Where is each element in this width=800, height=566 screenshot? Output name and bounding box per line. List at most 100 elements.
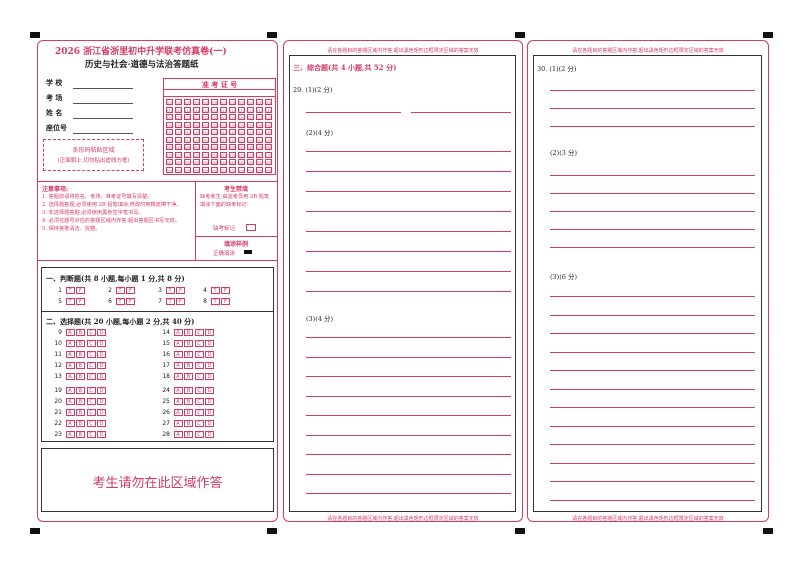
answer-line[interactable]	[306, 337, 511, 338]
admission-digit-bubble[interactable]: [6]	[247, 144, 254, 150]
option-bubble-a[interactable]: A	[65, 398, 75, 405]
option-bubble-d[interactable]: D	[97, 340, 106, 347]
option-bubble-c[interactable]: C	[194, 362, 204, 369]
admission-digit-bubble[interactable]: [4]	[265, 129, 272, 135]
option-bubble-c[interactable]: C	[86, 373, 96, 380]
option-bubble-d[interactable]: D	[205, 431, 214, 438]
admission-digit-bubble[interactable]: [7]	[256, 151, 263, 158]
answer-line[interactable]	[550, 499, 755, 501]
admission-digit-bubble[interactable]: [9]	[256, 166, 263, 173]
option-bubble-c[interactable]: C	[194, 387, 204, 394]
option-bubble-f[interactable]: F	[176, 298, 185, 305]
admission-digit-bubble[interactable]: [0]	[256, 99, 263, 105]
seat-field[interactable]	[73, 133, 133, 134]
option-bubble-d[interactable]: D	[97, 329, 106, 336]
option-bubble-a[interactable]: A	[173, 409, 183, 416]
option-bubble-d[interactable]: D	[205, 340, 214, 347]
answer-line[interactable]	[550, 481, 755, 482]
answer-line[interactable]	[306, 434, 511, 436]
admission-digit-bubble[interactable]: [1]	[193, 106, 200, 113]
option-bubble-c[interactable]: C	[86, 398, 96, 405]
admission-digit-bubble[interactable]: [0]	[238, 99, 245, 105]
option-bubble-t[interactable]: T	[115, 287, 125, 294]
admission-digit-bubble[interactable]: [2]	[220, 114, 227, 120]
option-bubble-c[interactable]: C	[86, 340, 96, 347]
option-bubble-t[interactable]: T	[65, 287, 75, 294]
admission-digit-bubble[interactable]: [5]	[238, 136, 245, 143]
admission-digit-bubble[interactable]: [9]	[193, 166, 200, 173]
option-bubble-a[interactable]: A	[65, 340, 75, 347]
option-bubble-c[interactable]: C	[194, 409, 204, 416]
admission-digit-bubble[interactable]: [6]	[265, 144, 272, 150]
option-bubble-d[interactable]: D	[205, 329, 214, 336]
admission-digit-bubble[interactable]: [6]	[184, 144, 191, 150]
option-bubble-b[interactable]: B	[184, 420, 193, 427]
option-bubble-b[interactable]: B	[184, 340, 193, 347]
admission-digit-bubble[interactable]: [4]	[202, 129, 209, 135]
option-bubble-c[interactable]: C	[194, 398, 204, 405]
option-bubble-b[interactable]: B	[184, 373, 193, 380]
option-bubble-c[interactable]: C	[86, 431, 96, 438]
option-bubble-d[interactable]: D	[205, 351, 214, 358]
admission-digit-bubble[interactable]: [5]	[193, 136, 200, 143]
admission-digit-bubble[interactable]: [6]	[256, 144, 263, 150]
admission-digit-bubble[interactable]: [5]	[247, 136, 254, 143]
option-bubble-d[interactable]: D	[205, 387, 214, 394]
option-bubble-d[interactable]: D	[97, 362, 106, 369]
answer-line[interactable]	[411, 112, 511, 113]
admission-digit-bubble[interactable]: [3]	[265, 121, 272, 128]
admission-digit-bubble[interactable]: [6]	[220, 144, 227, 150]
admission-digit-bubble[interactable]: [5]	[166, 136, 173, 143]
option-bubble-c[interactable]: C	[86, 387, 96, 394]
admission-digit-bubble[interactable]: [9]	[175, 166, 182, 173]
option-bubble-d[interactable]: D	[205, 420, 214, 427]
admission-digit-bubble[interactable]: [0]	[229, 99, 236, 105]
option-bubble-c[interactable]: C	[194, 431, 204, 438]
option-bubble-d[interactable]: D	[205, 398, 214, 405]
option-bubble-d[interactable]: D	[205, 409, 214, 416]
option-bubble-f[interactable]: F	[221, 298, 230, 305]
answer-line[interactable]	[550, 175, 755, 176]
admission-digit-bubble[interactable]: [0]	[265, 99, 272, 105]
option-bubble-d[interactable]: D	[205, 373, 214, 380]
answer-line[interactable]	[306, 291, 511, 292]
admission-digit-bubble[interactable]: [0]	[193, 99, 200, 105]
admission-digit-bubble[interactable]: [6]	[175, 144, 182, 150]
name-field[interactable]	[73, 118, 133, 119]
admission-digit-bubble[interactable]: [2]	[211, 114, 218, 120]
admission-digit-bubble[interactable]: [1]	[238, 106, 245, 113]
option-bubble-c[interactable]: C	[86, 329, 96, 336]
admission-digit-bubble[interactable]: [9]	[184, 166, 191, 173]
admission-digit-bubble[interactable]: [3]	[220, 121, 227, 128]
absent-mark-box[interactable]	[246, 224, 256, 231]
school-field[interactable]	[73, 88, 133, 89]
admission-digit-bubble[interactable]: [4]	[220, 129, 227, 135]
admission-digit-bubble[interactable]: [1]	[256, 106, 263, 113]
option-bubble-a[interactable]: A	[173, 362, 183, 369]
admission-digit-bubble[interactable]: [7]	[247, 151, 254, 158]
admission-digit-bubble[interactable]: [3]	[193, 121, 200, 128]
admission-digit-bubble[interactable]: [7]	[238, 151, 245, 158]
admission-digit-bubble[interactable]: [0]	[184, 99, 191, 105]
admission-digit-bubble[interactable]: [8]	[166, 159, 173, 165]
admission-digit-bubble[interactable]: [6]	[202, 144, 209, 150]
option-bubble-a[interactable]: A	[65, 387, 75, 394]
admission-digit-bubble[interactable]: [0]	[220, 99, 227, 105]
answer-line[interactable]	[306, 112, 401, 113]
admission-digit-bubble[interactable]: [6]	[238, 144, 245, 150]
admission-digit-bubble[interactable]: [4]	[247, 129, 254, 135]
option-bubble-t[interactable]: T	[210, 287, 220, 294]
answer-line[interactable]	[550, 388, 755, 390]
option-bubble-f[interactable]: F	[176, 287, 185, 294]
admission-digit-bubble[interactable]: [1]	[247, 106, 254, 113]
admission-digit-bubble[interactable]: [6]	[166, 144, 173, 150]
answer-line[interactable]	[550, 90, 755, 91]
admission-digit-bubble[interactable]: [1]	[175, 106, 182, 113]
admission-digit-bubble[interactable]: [6]	[193, 144, 200, 150]
option-bubble-a[interactable]: A	[65, 431, 75, 438]
answer-line[interactable]	[306, 151, 511, 152]
answer-line[interactable]	[306, 454, 511, 455]
admission-digit-bubble[interactable]: [5]	[175, 136, 182, 143]
option-bubble-a[interactable]: A	[65, 351, 75, 358]
answer-line[interactable]	[550, 211, 755, 212]
